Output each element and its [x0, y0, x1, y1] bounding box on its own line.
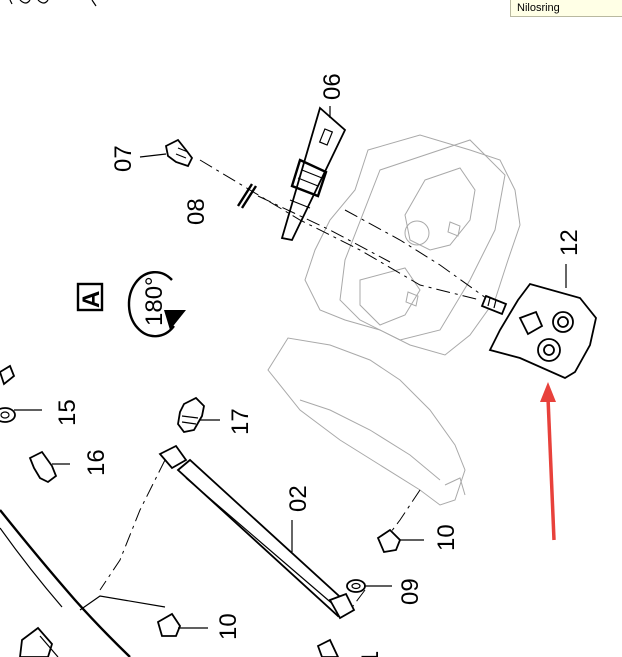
part-07-bolt	[164, 138, 194, 168]
part-15-washer	[0, 407, 16, 423]
part-1-bolt-partial	[316, 638, 339, 657]
callout-10-lower: 10	[215, 613, 242, 640]
callout-1: 1	[357, 651, 384, 657]
callout-06: 06	[319, 73, 346, 100]
cropped-text-fragment	[9, 0, 97, 7]
callout-08: 08	[183, 198, 210, 225]
rotate-180-icon	[127, 270, 175, 338]
background-bracket-outline	[267, 134, 521, 506]
part-02-gas-strut	[158, 444, 356, 620]
part-10-clip-upper	[376, 528, 402, 554]
callout-09: 09	[397, 578, 424, 605]
red-pointer-arrow	[540, 382, 556, 541]
callout-17: 17	[227, 408, 254, 435]
part-08-shim	[236, 183, 258, 209]
assembly-centerlines	[79, 159, 487, 611]
marker-letter: A	[78, 291, 105, 308]
part-12-bracket	[480, 282, 597, 380]
callout-10-upper: 10	[433, 524, 460, 551]
housing-outline	[0, 509, 131, 657]
part-16-bolt	[28, 450, 58, 484]
callout-16: 16	[83, 449, 110, 476]
callout-labels: 06 07 08 12 15 16 17 02 10 09 10 1	[54, 73, 583, 657]
callout-15: 15	[54, 399, 81, 426]
left-cropped-part	[0, 364, 16, 386]
part-06-latch	[280, 106, 347, 242]
part-09-washer	[346, 579, 366, 593]
rotate-arrowhead	[164, 310, 186, 330]
part-17-bolt	[177, 396, 205, 433]
rotation-marker: A 180°	[76, 270, 186, 338]
rotation-text: 180°	[141, 276, 168, 326]
leader-lines	[14, 106, 567, 629]
callout-12: 12	[556, 229, 583, 256]
part-10-clip-lower	[156, 612, 182, 637]
callout-07: 07	[110, 145, 137, 172]
part-name-tooltip: Nilosring	[510, 0, 622, 17]
callout-02: 02	[285, 485, 312, 512]
